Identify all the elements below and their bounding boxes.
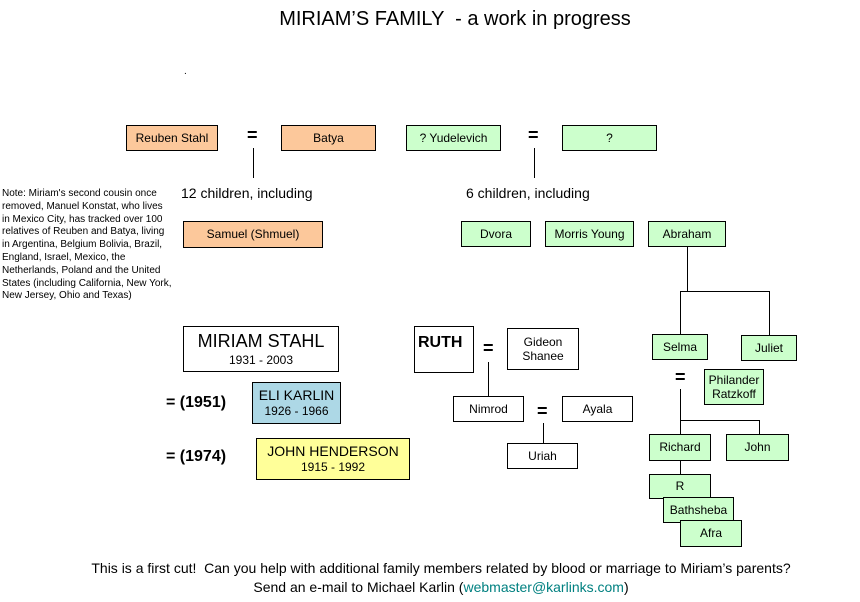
miriam-name: MIRIAM STAHL <box>197 331 325 351</box>
marriage-1951-label: = (1951) <box>166 394 227 411</box>
john-henderson-box: JOHN HENDERSON 1915 - 1992 <box>256 438 410 480</box>
page-title: MIRIAM’S FAMILY - a work in progress <box>279 8 631 30</box>
connector <box>769 291 770 335</box>
ayala-box: Ayala <box>562 396 633 422</box>
marriage-1974-label: = (1974) <box>166 448 227 465</box>
john-box: John <box>726 434 789 461</box>
reuben-batya-equals: = <box>247 125 258 145</box>
dvora-box: Dvora <box>461 221 531 247</box>
miriam-stahl-box: MIRIAM STAHL 1931 - 2003 <box>183 326 339 372</box>
john-henderson-name: JOHN HENDERSON <box>267 443 399 460</box>
footer-line-1: This is a first cut! Can you help with a… <box>91 560 791 576</box>
reuben-stahl-box: Reuben Stahl <box>126 125 218 151</box>
miriam-years: 1931 - 2003 <box>228 352 294 367</box>
connector <box>687 247 688 291</box>
connector <box>680 420 760 421</box>
selma-box: Selma <box>652 334 708 360</box>
note-text: Note: Miriam's second cousin once remove… <box>2 188 172 302</box>
connector <box>680 461 681 474</box>
afra-box: Afra <box>680 520 742 547</box>
unknown-spouse-box: ? <box>562 125 657 151</box>
connector <box>543 423 544 443</box>
eli-karlin-box: ELI KARLIN 1926 - 1966 <box>252 382 341 424</box>
yudelevich-box: ? Yudelevich <box>406 125 501 151</box>
ruth-name: RUTH <box>418 334 463 351</box>
selma-equals: = <box>675 367 686 387</box>
samuel-box: Samuel (Shmuel) <box>183 221 323 248</box>
uriah-box: Uriah <box>507 443 578 469</box>
footer-line-2: Send an e-mail to Michael Karlin (webmas… <box>0 579 860 595</box>
morris-young-box: Morris Young <box>545 221 634 247</box>
batya-box: Batya <box>281 125 376 151</box>
abraham-box: Abraham <box>648 221 726 247</box>
connector <box>680 389 681 435</box>
connector <box>253 148 254 178</box>
children-count-right: 6 children, including <box>466 185 590 201</box>
footer-suffix: ) <box>623 579 629 595</box>
ruth-equals: = <box>483 338 494 358</box>
connector <box>680 291 681 334</box>
eli-karlin-name: ELI KARLIN <box>258 387 335 404</box>
ruth-box: RUTH <box>414 326 474 373</box>
nimrod-box: Nimrod <box>453 396 524 422</box>
connector <box>759 420 760 434</box>
email-link[interactable]: webmaster@karlinks.com <box>463 579 624 595</box>
john-henderson-years: 1915 - 1992 <box>300 460 366 475</box>
gideon-shanee-box: Gideon Shanee <box>507 328 579 370</box>
r-box: R <box>649 474 711 499</box>
connector <box>534 148 535 178</box>
juliet-box: Juliet <box>741 335 797 361</box>
richard-box: Richard <box>649 434 711 461</box>
children-count-left: 12 children, including <box>181 185 313 201</box>
bathsheba-box: Bathsheba <box>663 497 734 523</box>
eli-karlin-years: 1926 - 1966 <box>264 404 329 419</box>
nimrod-equals: = <box>537 401 548 421</box>
connector <box>680 291 770 292</box>
yudelevich-equals: = <box>528 125 539 145</box>
stray-dot: . <box>184 66 187 77</box>
footer-prefix: Send an e-mail to Michael Karlin ( <box>253 579 464 595</box>
philander-ratzkoff-box: Philander Ratzkoff <box>704 369 764 405</box>
connector <box>488 362 489 396</box>
